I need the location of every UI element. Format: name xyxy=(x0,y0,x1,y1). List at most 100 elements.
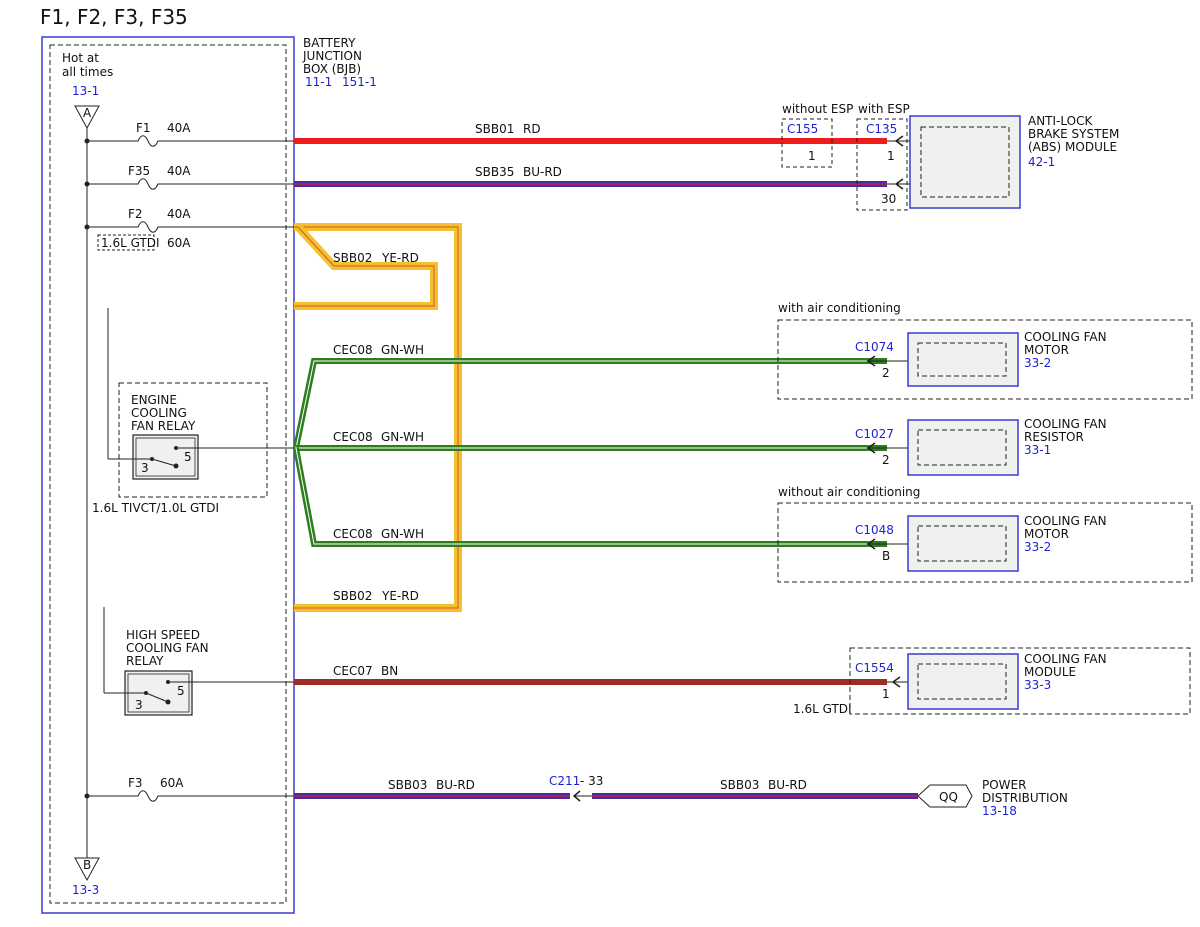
hot-ref[interactable]: 13-1 xyxy=(72,84,99,98)
fuse-f2-rating: 40A xyxy=(167,207,191,221)
fuse-f2-name: F2 xyxy=(128,207,143,221)
c135-pin-1: 1 xyxy=(887,149,895,163)
load-1-pin: 2 xyxy=(882,366,890,380)
wire-cec08-circuit-2: CEC08 xyxy=(333,430,373,444)
load-1-variant-box xyxy=(777,319,1193,400)
abs-name-1: ANTI-LOCK xyxy=(1028,114,1093,128)
load-3-ref[interactable]: 33-2 xyxy=(1024,540,1051,554)
load-1-variant: with air conditioning xyxy=(778,301,901,315)
load-4-ref[interactable]: 33-3 xyxy=(1024,678,1051,692)
power-dist-name-2: DISTRIBUTION xyxy=(982,791,1068,805)
hot-label-1: Hot at xyxy=(62,51,99,65)
load-2-pin: 2 xyxy=(882,453,890,467)
load-1-ref[interactable]: 33-2 xyxy=(1024,356,1051,370)
wire-cec08-network: CEC08 GN-WH CEC08 GN-WH CEC08 GN-WH xyxy=(293,343,887,547)
page-title: F1, F2, F3, F35 xyxy=(40,5,188,29)
variant-1-6l-gtdi-label: 1.6L GTDI xyxy=(101,236,160,250)
load-1-name-2: MOTOR xyxy=(1024,343,1069,357)
fuse-f1: F1 40A xyxy=(84,121,294,147)
wire-sbb03-color-left: BU-RD xyxy=(436,778,475,792)
fuse-f2: F2 40A 1.6L GTDI 60A xyxy=(84,207,294,251)
relay-1-variant-box xyxy=(118,382,268,498)
c135-box xyxy=(856,118,908,211)
wire-cec08-circuit-1: CEC08 xyxy=(333,343,373,357)
wire-sbb01-color: RD xyxy=(523,122,541,136)
abs-name-2: BRAKE SYSTEM xyxy=(1028,127,1119,141)
load-2-ref[interactable]: 33-1 xyxy=(1024,443,1051,457)
fan-load-motor-ac: with air conditioning C1074 2 COOLING FA… xyxy=(777,301,1193,400)
fan-load-resistor: C1027 2 COOLING FAN RESISTOR 33-1 xyxy=(855,417,1107,476)
wire-cec08-color-1: GN-WH xyxy=(381,343,424,357)
wire-sbb03-circuit-left: SBB03 xyxy=(388,778,427,792)
connector-b-label: B xyxy=(83,858,91,872)
c211-connector[interactable]: C211 xyxy=(549,774,580,788)
wire-sbb02-color-top: YE-RD xyxy=(381,251,419,265)
hot-label-2: all times xyxy=(62,65,113,79)
abs-module-box xyxy=(909,115,1021,209)
wire-cec07-color: BN xyxy=(381,664,398,678)
power-distribution-ref: QQ POWER DISTRIBUTION 13-18 xyxy=(917,778,1068,818)
load-4-variant-box xyxy=(849,647,1191,715)
power-dist-name-1: POWER xyxy=(982,778,1026,792)
load-2-connector[interactable]: C1027 xyxy=(855,427,894,441)
relay-1-name-3: FAN RELAY xyxy=(131,419,196,433)
relay-2-name-2: COOLING FAN xyxy=(126,641,209,655)
load-2-name-1: COOLING FAN xyxy=(1024,417,1107,431)
relay-1-variant-label: 1.6L TIVCT/1.0L GTDI xyxy=(92,501,219,515)
wire-sbb01: SBB01 RD xyxy=(294,122,887,144)
abs-ref[interactable]: 42-1 xyxy=(1028,155,1055,169)
power-dist-ref[interactable]: 13-18 xyxy=(982,804,1017,818)
battery-junction-box: BATTERY JUNCTION BOX (BJB) 11-1 151-1 Ho… xyxy=(41,36,377,914)
bjb-outline xyxy=(41,36,295,914)
wire-cec08-color-2: GN-WH xyxy=(381,430,424,444)
load-1-name-1: COOLING FAN xyxy=(1024,330,1107,344)
relay-1-name-2: COOLING xyxy=(131,406,187,420)
fan-load-module: 1.6L GTDI C1554 1 COOLING FAN MODULE 33-… xyxy=(793,647,1191,716)
wire-sbb35-circuit: SBB35 xyxy=(475,165,514,179)
fuse-f1-rating: 40A xyxy=(167,121,191,135)
wire-cec07: CEC07 BN xyxy=(294,664,887,685)
connector-b-triangle xyxy=(74,857,100,882)
load-2-module-box xyxy=(907,419,1019,476)
qq-tag-label: QQ xyxy=(939,790,958,804)
relay-2-name-1: HIGH SPEED xyxy=(126,628,200,642)
fuse-f3-name: F3 xyxy=(128,776,143,790)
wire-sbb03-color-right: BU-RD xyxy=(768,778,807,792)
bjb-ref-2[interactable]: 151-1 xyxy=(342,75,377,89)
c135-connector[interactable]: C135 xyxy=(866,122,897,136)
relay-2-name-3: RELAY xyxy=(126,654,164,668)
load-4-pin: 1 xyxy=(882,687,890,701)
load-3-name-2: MOTOR xyxy=(1024,527,1069,541)
relay-1-body xyxy=(132,434,199,480)
qq-tag[interactable] xyxy=(917,784,973,808)
relay-1-pin-5: 5 xyxy=(184,450,192,464)
load-4-connector[interactable]: C1554 xyxy=(855,661,894,675)
fuse-f35: F35 40A xyxy=(84,164,294,190)
connector-a-label: A xyxy=(83,106,92,120)
bjb-bottom-ref[interactable]: 13-3 xyxy=(72,883,99,897)
relay-2-pin-5: 5 xyxy=(177,684,185,698)
wire-cec07-circuit: CEC07 xyxy=(333,664,373,678)
connector-a-triangle xyxy=(74,105,100,130)
load-3-variant: without air conditioning xyxy=(778,485,920,499)
c155-connector[interactable]: C155 xyxy=(787,122,818,136)
fuse-f3: F3 60A xyxy=(84,776,294,802)
variant-without-esp: without ESP xyxy=(782,102,853,116)
load-3-name-1: COOLING FAN xyxy=(1024,514,1107,528)
wire-sbb02-color-bottom: YE-RD xyxy=(381,589,419,603)
bjb-name-2: JUNCTION xyxy=(302,49,362,63)
engine-cooling-fan-relay: ENGINE COOLING FAN RELAY 3 5 1.6L TIVCT/… xyxy=(92,308,294,515)
c211-pin: - 33 xyxy=(580,774,603,788)
wire-cec08-circuit-3: CEC08 xyxy=(333,527,373,541)
wire-sbb35-color: BU-RD xyxy=(523,165,562,179)
load-4-name-1: COOLING FAN xyxy=(1024,652,1107,666)
bjb-ref-1[interactable]: 11-1 xyxy=(305,75,332,89)
load-1-connector[interactable]: C1074 xyxy=(855,340,894,354)
load-3-connector[interactable]: C1048 xyxy=(855,523,894,537)
fuse-f35-name: F35 xyxy=(128,164,150,178)
fan-load-motor-no-ac: without air conditioning C1048 B COOLING… xyxy=(777,485,1193,583)
wire-cec08-color-3: GN-WH xyxy=(381,527,424,541)
abs-module-group: without ESP with ESP C155 1 C135 1 30 AN… xyxy=(781,102,1119,211)
wire-sbb03-circuit-right: SBB03 xyxy=(720,778,759,792)
